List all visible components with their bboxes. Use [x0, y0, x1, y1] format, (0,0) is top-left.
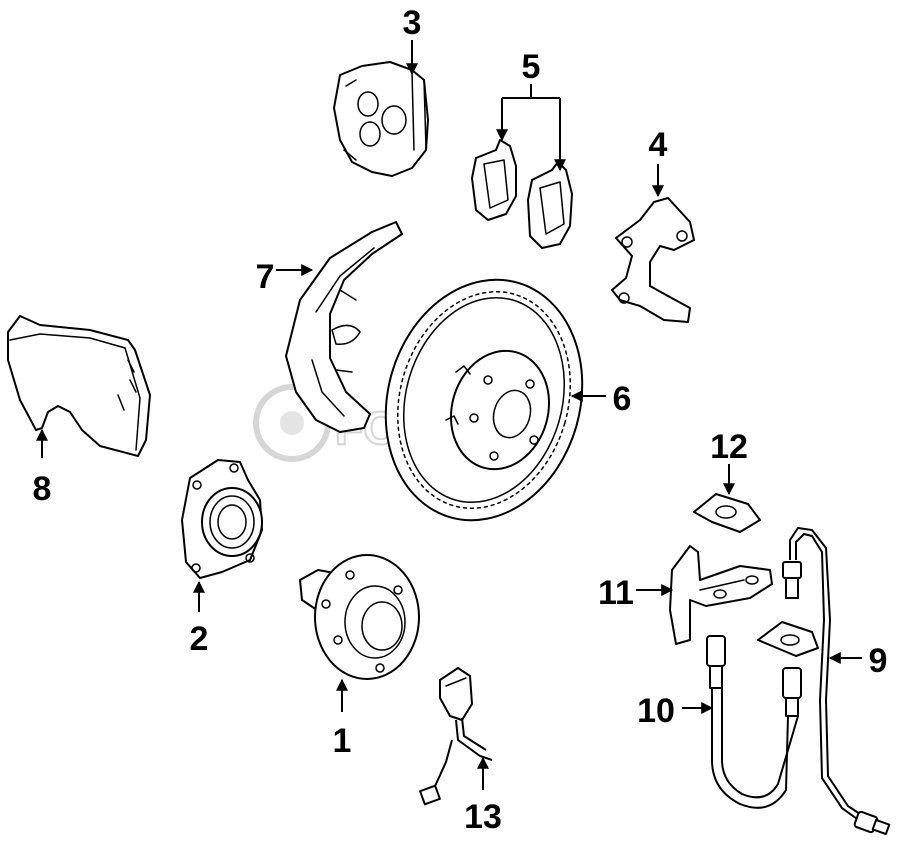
- part-13-abs-sensor: [419, 667, 493, 806]
- part-8-splash-guard: [7, 315, 151, 457]
- part-9-brake-line: [782, 526, 891, 836]
- callout-7: 7: [256, 258, 275, 296]
- callout-6: 6: [613, 380, 632, 418]
- callout-3: 3: [403, 4, 422, 42]
- part-7-dust-shield: [285, 221, 403, 433]
- callout-10: 10: [637, 692, 675, 730]
- callout-9: 9: [869, 642, 888, 680]
- part-11-hose-bracket: [669, 545, 773, 645]
- callout-2: 2: [190, 620, 209, 658]
- callout-11: 11: [598, 574, 634, 612]
- part-6-brake-rotor: [384, 278, 584, 522]
- part-10-brake-hose: [706, 635, 802, 809]
- line-clip: [757, 621, 819, 657]
- watermark-logo-dot: [280, 411, 304, 435]
- callout-1: 1: [333, 722, 352, 760]
- callout-numbers: 3 5 4 7 6 8 12 2 11 9 1 10 13: [33, 4, 888, 836]
- callout-4: 4: [649, 126, 668, 164]
- callout-13: 13: [464, 798, 502, 836]
- part-2-wheel-bearing: [181, 459, 263, 579]
- part-1-wheel-hub: [299, 554, 420, 680]
- callout-12: 12: [710, 428, 748, 466]
- callout-5: 5: [522, 48, 541, 86]
- leader-lines: [36, 40, 862, 790]
- part-3-brake-caliper: [333, 61, 429, 177]
- part-5-brake-pads: [471, 139, 573, 249]
- callout-8: 8: [33, 470, 52, 508]
- part-12-hose-clip: [693, 493, 761, 533]
- part-4-caliper-bracket: [611, 197, 695, 323]
